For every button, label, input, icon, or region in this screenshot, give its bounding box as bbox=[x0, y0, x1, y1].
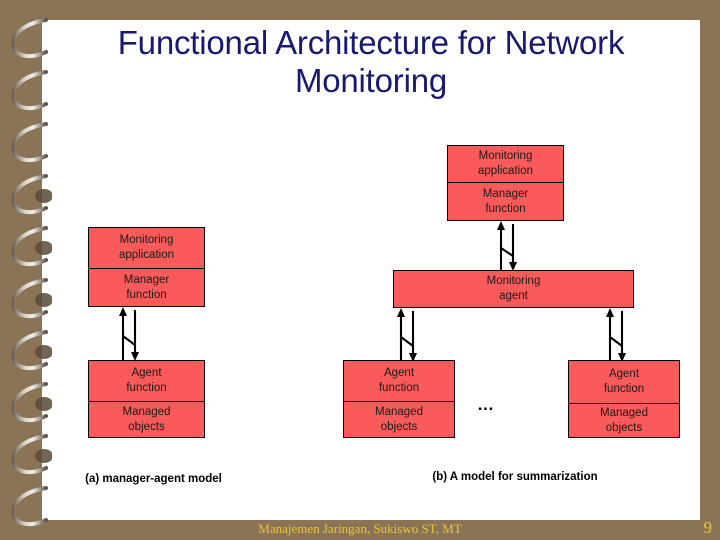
diagram-b-agent-left-function-cell: Agent function bbox=[378, 367, 420, 394]
diagram-b-monitoring-agent-box: Monitoring agent bbox=[393, 270, 634, 308]
diagram-a-agent-box: Agent function Managed objects bbox=[88, 360, 205, 438]
diagram-a-managed-objects-cell: Managed objects bbox=[89, 401, 204, 437]
diagram-b-agent-box-right: Agent function Managed objects bbox=[568, 360, 680, 438]
diagram-b-manager-monitoring-application-cell: Monitoring application bbox=[478, 150, 533, 177]
page-number: 9 bbox=[703, 518, 713, 537]
diagram-b-agent-right-function-cell: Agent function bbox=[603, 368, 645, 395]
footer-text: Manajemen Jaringan, Sukiswo ST, MT bbox=[258, 521, 462, 536]
diagram-b-agent-right-managed-objects-cell: Managed objects bbox=[569, 403, 679, 437]
diagram-b-manager-box: Monitoring application Manager function bbox=[447, 145, 564, 221]
diagram-a-manager-monitoring-application-cell: Monitoring application bbox=[119, 234, 174, 261]
diagram-a-manager-function-cell: Manager function bbox=[89, 268, 204, 306]
diagram-b-ellipsis: … bbox=[477, 395, 496, 414]
diagram-a-agent-function-cell: Agent function bbox=[126, 367, 167, 394]
diagram-b-caption: (b) A model for summarization bbox=[432, 471, 598, 483]
diagram-b-agent-left-managed-objects-cell: Managed objects bbox=[344, 401, 454, 437]
diagram-b-manager-function-cell: Manager function bbox=[448, 182, 563, 220]
diagram-b-agent-box-left: Agent function Managed objects bbox=[343, 360, 455, 438]
page-title: Functional Architecture for Network Moni… bbox=[117, 24, 625, 99]
diagram-a-caption: (a) manager-agent model bbox=[85, 473, 222, 485]
diagram-a-manager-box: Monitoring application Manager function bbox=[88, 227, 205, 307]
diagram-b-monitoring-agent-label: Monitoring agent bbox=[486, 275, 541, 302]
